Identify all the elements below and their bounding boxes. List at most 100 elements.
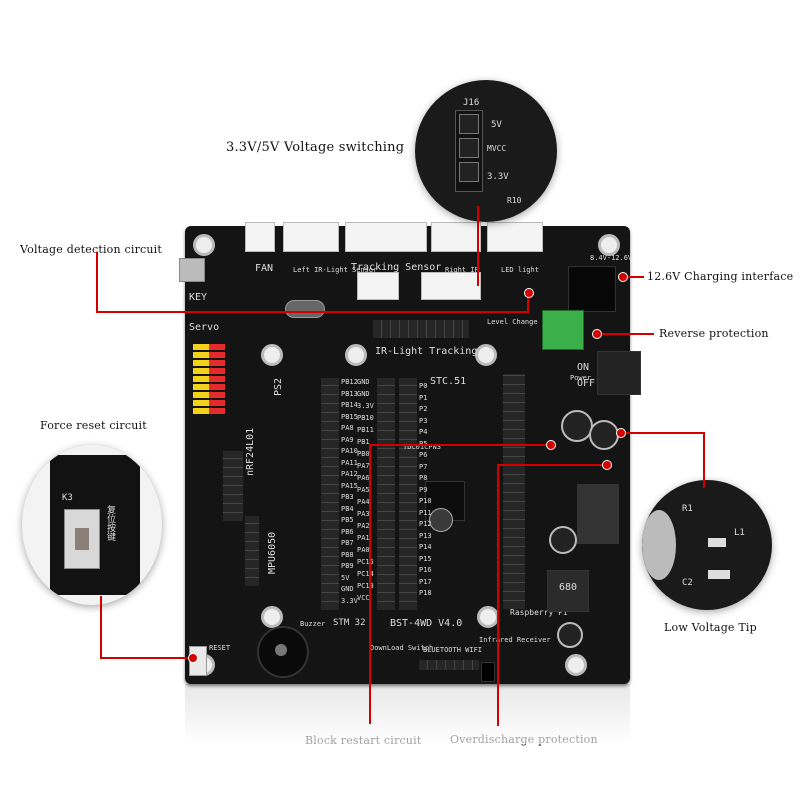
raspberry-silk: Raspberry Pi (510, 608, 568, 617)
mount-hole (477, 606, 499, 628)
r10-silk: R10 (507, 196, 522, 205)
l1-silk: L1 (734, 528, 745, 538)
mount-hole (475, 344, 497, 366)
stm-pin-label: VCC (357, 594, 370, 602)
stc-pin-label: P13 (419, 531, 432, 540)
mount-hole (565, 654, 587, 676)
stm-pin-label: PB6 (341, 527, 354, 536)
r1-silk: R1 (682, 504, 693, 514)
low-voltage-dot (616, 428, 626, 438)
low-voltage-zoom: R1 L1 C2 (642, 480, 772, 610)
k3-silk: K3 (62, 493, 73, 503)
stm-pin-label: GND (357, 390, 370, 398)
usb-port (179, 258, 205, 282)
overdischarge-dot (602, 460, 612, 470)
servo-header (193, 344, 225, 414)
fan-silk: FAN (255, 263, 274, 274)
voltage-switch-zoom: J16 5V MVCC 3.3V R10 (415, 80, 557, 222)
buzzer (257, 626, 309, 678)
stc-silk: STC.51 (430, 376, 467, 387)
raspberry-header (503, 374, 525, 609)
stm-header-left (321, 378, 339, 610)
stc-pin-label: P16 (419, 566, 432, 574)
stm-pin-label: PB4 (341, 504, 354, 513)
block-restart-leader (369, 444, 551, 446)
ps2-silk: PS2 (273, 377, 284, 396)
chip-mark-silk: TDC01CPN3 (403, 443, 441, 451)
stm-pin-label: PB13 (341, 389, 358, 398)
force-reset-leader (100, 657, 192, 659)
stm-pin-label: PB8 (341, 550, 354, 559)
low-voltage-leader (622, 432, 704, 434)
stc-pin-label: P11 (419, 508, 432, 517)
servo-silk: Servo (189, 322, 220, 333)
block-restart-leader (369, 444, 371, 724)
reset-circuit-zoom: K3 复位按键 (22, 445, 162, 605)
stm-pin-label: PB0 (357, 450, 370, 458)
c2-silk: C2 (682, 578, 693, 588)
charging-leader (624, 276, 644, 278)
crystal (285, 300, 325, 318)
dc-jack (568, 266, 616, 312)
mount-hole (261, 606, 283, 628)
reverse-leader (598, 333, 654, 335)
low-voltage-leader (703, 432, 705, 488)
stm-pin-label: PB1 (357, 438, 370, 446)
stm-pin-label: PA3 (357, 510, 370, 518)
bt-header (419, 660, 479, 670)
stm-pin-label: PA11 (341, 458, 358, 467)
stm-pin-label: PA10 (341, 447, 358, 455)
stc-pin-label: P9 (419, 485, 428, 494)
buzzer-silk: Buzzer (300, 620, 326, 628)
stm-pin-label: PC13 (357, 582, 374, 590)
reverse-dot (592, 329, 602, 339)
led-connector (487, 222, 543, 252)
ir-receiver (481, 662, 495, 682)
right-ir-connector (431, 222, 481, 252)
stm-pin-label: PA5 (357, 486, 370, 494)
stm-pin-label: PB9 (341, 562, 354, 570)
capacitor (549, 526, 577, 554)
stc-pin-label: P3 (419, 416, 428, 425)
capacitor (561, 410, 593, 442)
force-reset-label: Force reset circuit (40, 419, 147, 432)
off-silk: OFF (577, 378, 596, 389)
capacitor (589, 420, 619, 450)
stm-pin-label: GND (341, 585, 354, 593)
mpu-header (245, 516, 259, 586)
stm-pin-label: PB11 (357, 426, 374, 434)
stm-pin-label: GND (357, 378, 370, 386)
led-light-silk: LED light (501, 266, 539, 274)
bluetooth-silk: BLUETOOTH WIFI (423, 646, 483, 654)
j16-silk: J16 (463, 98, 480, 108)
voltage-detection-leader (527, 293, 529, 313)
voltage-switching-leader (477, 206, 479, 286)
stc-pin-label: P7 (419, 462, 428, 471)
control-board: FAN Left IR-Light Sensor Tracking Sensor… (179, 222, 641, 684)
stm-pin-label: PA1 (357, 534, 370, 542)
small-connector (421, 272, 481, 300)
stm-pin-label: PB5 (341, 516, 354, 524)
small-connector (357, 272, 399, 300)
download-silk: DownLoad Switch (370, 644, 434, 652)
fan-connector (245, 222, 275, 252)
stm-pin-label: PB3 (341, 493, 354, 501)
stc-pin-label: P6 (419, 451, 428, 459)
stm-header-right (377, 378, 395, 610)
stc-pin-label: P2 (419, 405, 428, 413)
stm-pin-label: 5V (341, 573, 350, 582)
charging-interface-label: 12.6V Charging interface (647, 270, 794, 283)
voltage-detection-leader (96, 252, 98, 312)
tracking-sensor-silk: Tracking Sensor (351, 262, 442, 273)
charging-dot (618, 272, 628, 282)
stm-pin-label: 3.3V (357, 402, 374, 410)
stc-pin-label: P1 (419, 393, 428, 402)
left-header (223, 451, 243, 521)
block-restart-dot (546, 440, 556, 450)
bst-silk: BST-4WD V4.0 (390, 618, 463, 629)
stm-pin-label: PB7 (341, 539, 354, 547)
tracking-connector (345, 222, 427, 252)
capacitor (429, 508, 453, 532)
stm-pin-label: PA9 (341, 435, 354, 444)
overdischarge-leader (497, 464, 607, 466)
